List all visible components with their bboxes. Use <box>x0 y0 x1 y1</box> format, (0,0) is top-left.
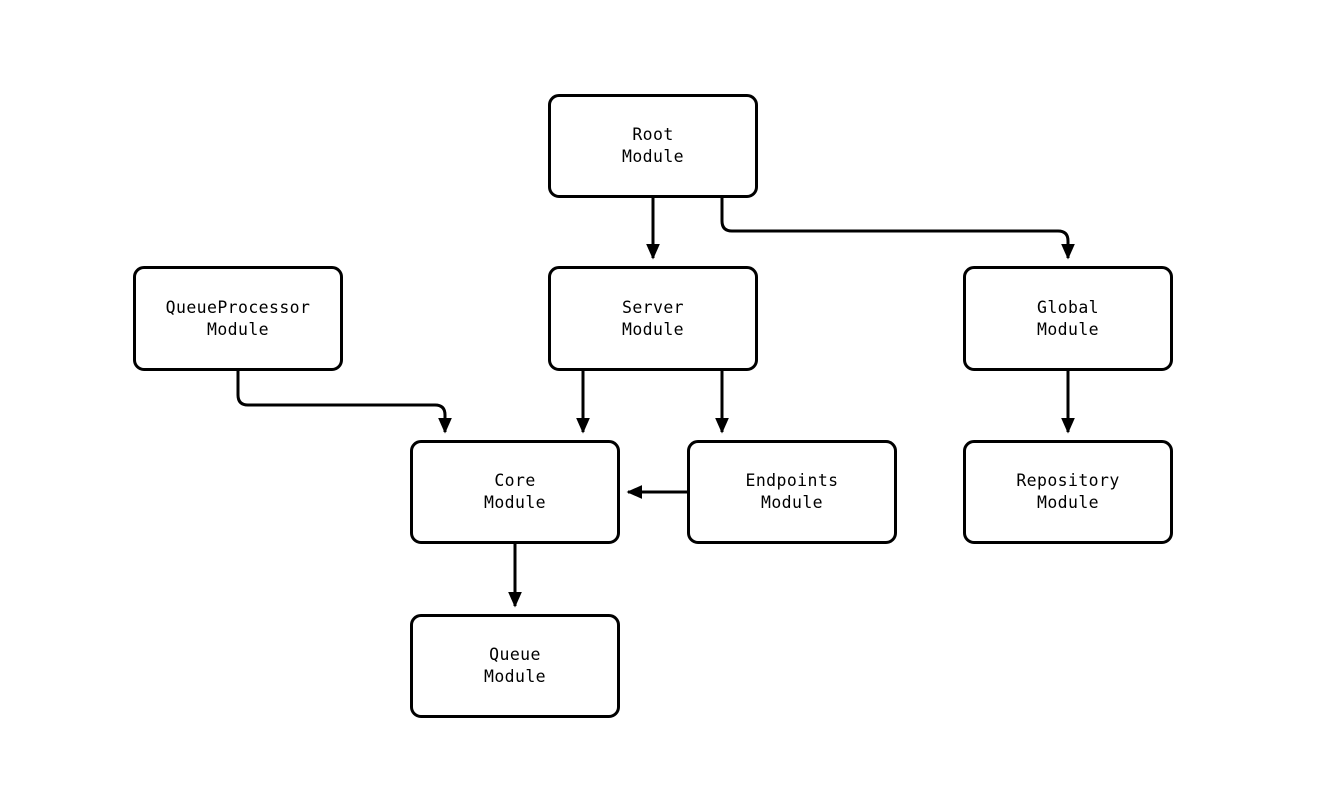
node-core-module-line2: Module <box>483 493 546 512</box>
node-queue-module-line2: Module <box>483 667 546 686</box>
node-server-module-line2: Module <box>621 319 684 339</box>
node-root-module-line2: Module <box>621 147 684 166</box>
node-server-module-line1: Server <box>621 297 684 317</box>
node-queue-module-line1: Queue <box>489 645 541 664</box>
node-queue-module[interactable]: Queue Module <box>410 614 620 718</box>
node-queueprocessor-module[interactable]: QueueProcessor Module <box>133 266 343 371</box>
node-core-module-line1: Core <box>494 471 536 490</box>
node-repository-module-line2: Module <box>1036 493 1099 512</box>
node-endpoints-module-line2: Module <box>760 493 823 512</box>
node-queueprocessor-module-line2: Module <box>206 319 269 339</box>
edge-root-to-global <box>720 198 1075 260</box>
node-repository-module-line1: Repository <box>1016 471 1120 490</box>
node-queueprocessor-module-line1: QueueProcessor <box>165 297 311 317</box>
edge-queueprocessor-to-core <box>236 371 452 434</box>
node-global-module[interactable]: Global Module <box>963 266 1173 371</box>
node-global-module-line1: Global <box>1036 297 1099 317</box>
node-root-module-line1: Root <box>632 125 674 144</box>
node-endpoints-module-line1: Endpoints <box>745 471 839 490</box>
node-server-module[interactable]: Server Module <box>548 266 758 371</box>
node-repository-module[interactable]: Repository Module <box>963 440 1173 544</box>
node-global-module-line2: Module <box>1036 319 1099 339</box>
node-root-module[interactable]: Root Module <box>548 94 758 198</box>
node-endpoints-module[interactable]: Endpoints Module <box>687 440 897 544</box>
node-core-module[interactable]: Core Module <box>410 440 620 544</box>
